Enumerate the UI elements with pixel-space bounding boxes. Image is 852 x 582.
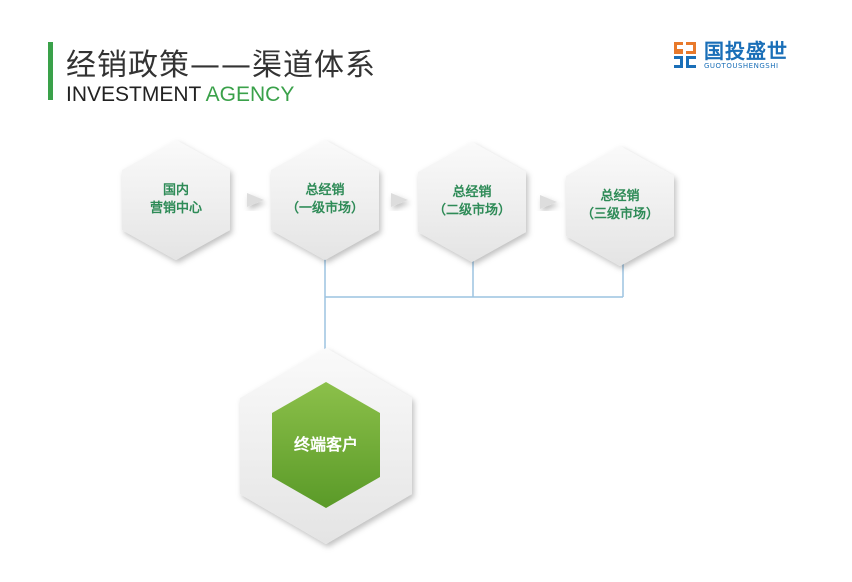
logo-en: GUOTOUSHENGSHI — [704, 62, 779, 70]
node-line2: （三级市场） — [580, 207, 660, 222]
hexagon-domestic-marketing — [122, 140, 230, 260]
hexagon-terminal-inner — [272, 382, 380, 508]
node-label: 总经销 （二级市场） — [433, 184, 511, 220]
subtitle-part-2: AGENCY — [205, 83, 295, 106]
node-line2: 营销中心 — [149, 201, 203, 216]
arrow-icon — [540, 195, 557, 209]
hexagon-tier3 — [566, 146, 674, 266]
node-label: 国内营销中心 — [150, 182, 202, 218]
accent-bar — [48, 42, 53, 100]
subtitle-part-1: INVESTMENT — [66, 83, 201, 106]
node-line1: 总经销 — [600, 189, 640, 204]
node-label: 总经销 （一级市场） — [286, 182, 364, 218]
connector-lines — [324, 250, 624, 350]
node-line1: 国内 — [162, 183, 190, 198]
hexagon-tier1 — [271, 140, 379, 260]
arrow-icon — [391, 193, 408, 207]
arrow-icon — [247, 193, 264, 207]
page-subtitle: INVESTMENT AGENCY — [66, 83, 294, 107]
hexagon-tier2 — [418, 142, 526, 262]
node-line2: （二级市场） — [432, 203, 512, 218]
page-title: 经销政策——渠道体系 — [66, 48, 376, 83]
logo-cn: 国投盛世 — [704, 39, 788, 63]
terminal-label: 终端客户 — [293, 435, 359, 454]
node-line1: 总经销 — [305, 183, 345, 198]
node-label: 总经销 （三级市场） — [581, 188, 659, 224]
logo-mark-icon — [674, 42, 696, 68]
node-line1: 总经销 — [452, 185, 492, 200]
node-line2: （一级市场） — [285, 201, 365, 216]
company-logo: 国投盛世 GUOTOUSHENGSHI — [672, 40, 788, 70]
